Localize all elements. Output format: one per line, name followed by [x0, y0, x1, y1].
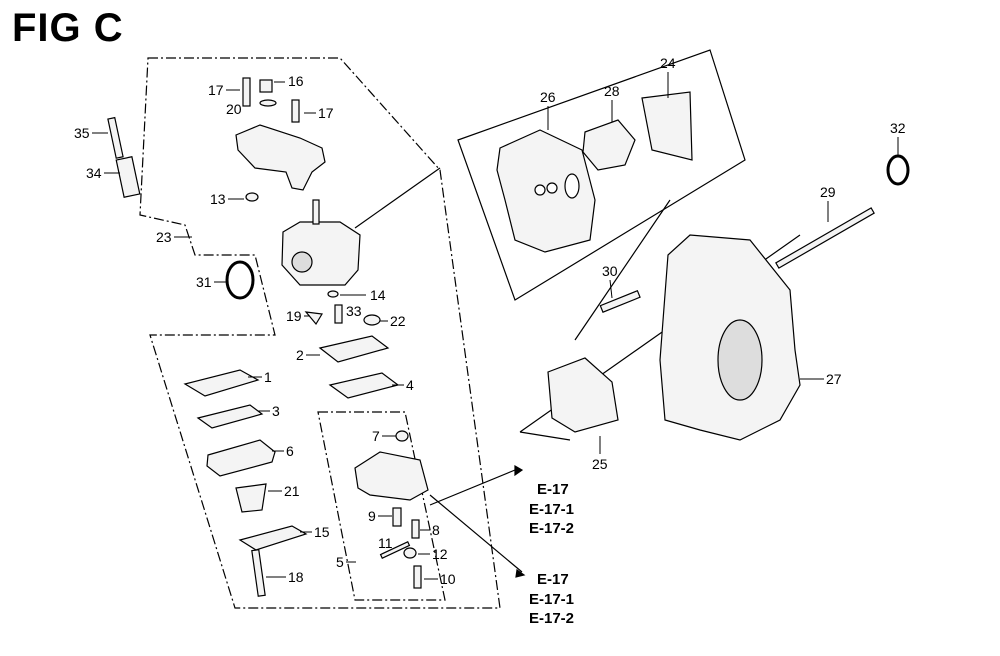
gasket-26-hole-c — [564, 173, 580, 199]
part-upper-body — [235, 124, 326, 191]
callout-labels: 17 16 20 17 35 34 13 23 31 14 19 33 22 2… — [74, 55, 906, 587]
reference-group-upper: E-17 E-17-1 E-17-2 — [529, 481, 574, 537]
part-14-plug — [327, 290, 339, 298]
callout-10: 10 — [440, 571, 456, 587]
callout-17-right: 17 — [318, 105, 334, 121]
part-16-fitting — [259, 79, 273, 93]
leader-line-carb — [354, 167, 441, 229]
part-2-gasket — [318, 335, 390, 363]
arrow-head-upper — [514, 464, 524, 477]
part-21-cup — [235, 483, 267, 513]
callout-15: 15 — [314, 524, 330, 540]
part-7-plug — [395, 430, 409, 442]
arrow-head-lower — [515, 568, 526, 578]
part-carburetor-body — [281, 221, 361, 286]
callout-31: 31 — [196, 274, 212, 290]
callout-24: 24 — [660, 55, 676, 71]
callout-1: 1 — [264, 369, 272, 385]
callout-16: 16 — [288, 73, 304, 89]
callout-17-left: 17 — [208, 82, 224, 98]
callout-23: 23 — [156, 229, 172, 245]
ref-lower-3: E-17-2 — [529, 610, 574, 627]
part-24-insulator — [641, 91, 693, 161]
callout-11: 11 — [378, 535, 393, 551]
part-28-plate — [582, 119, 636, 171]
leader-line-lower — [429, 494, 523, 573]
gasket-plate-box — [457, 49, 746, 301]
ref-upper-2: E-17-1 — [529, 501, 574, 518]
ref-lower-2: E-17-1 — [529, 591, 574, 608]
part-8-screw — [411, 519, 420, 539]
group-5-boundary — [317, 411, 446, 601]
ref-lower-1: E-17 — [537, 571, 569, 588]
callout-19: 19 — [286, 308, 302, 324]
callout-25: 25 — [592, 456, 608, 472]
part-35-pin — [107, 116, 124, 159]
callout-leaders — [92, 72, 899, 580]
callout-27: 27 — [826, 371, 842, 387]
part-30-bolt — [599, 289, 641, 313]
callout-34: 34 — [86, 165, 102, 181]
part-32-ring — [886, 154, 910, 186]
gasket-26-hole-a — [534, 184, 546, 196]
ref-upper-1: E-17 — [537, 481, 569, 498]
callout-28: 28 — [604, 83, 620, 99]
gasket-26-hole-b — [546, 182, 558, 194]
carb-bore — [291, 251, 313, 273]
part-31-o-ring — [225, 260, 255, 300]
part-29-bolt — [775, 207, 875, 269]
callout-12: 12 — [432, 546, 448, 562]
part-25-plate — [547, 357, 619, 433]
part-12-nut — [403, 547, 417, 559]
callout-6: 6 — [286, 443, 294, 459]
callout-14: 14 — [370, 287, 386, 303]
part-4-diaphragm — [328, 372, 400, 399]
callout-4: 4 — [406, 377, 414, 393]
callout-9: 9 — [368, 508, 376, 524]
leader-line-upper — [429, 469, 516, 506]
part-26-gasket — [496, 129, 596, 253]
callout-20: 20 — [226, 101, 242, 117]
callout-21: 21 — [284, 483, 300, 499]
callout-3: 3 — [272, 403, 280, 419]
callout-29: 29 — [820, 184, 836, 200]
part-1-gasket — [183, 369, 260, 397]
group-23-boundary — [139, 57, 501, 609]
part-15-plate — [238, 525, 308, 551]
part-18-screw — [251, 548, 266, 597]
case-27-bore — [717, 319, 763, 401]
callout-7: 7 — [372, 428, 380, 444]
carb-lever — [312, 199, 320, 225]
ref-upper-3: E-17-2 — [529, 520, 574, 537]
part-6-cover — [206, 439, 276, 477]
part-3-diaphragm — [196, 404, 264, 429]
callout-2: 2 — [296, 347, 304, 363]
part-10-screw — [413, 565, 422, 589]
callout-30: 30 — [602, 263, 618, 279]
callout-8: 8 — [432, 522, 440, 538]
callout-13: 13 — [210, 191, 226, 207]
part-19-screw — [304, 311, 323, 326]
part-20-washer — [259, 99, 277, 107]
reference-group-lower: E-17 E-17-1 E-17-2 — [529, 571, 574, 627]
callout-5: 5 — [336, 554, 344, 570]
callout-32: 32 — [890, 120, 906, 136]
callout-22: 22 — [390, 313, 406, 329]
part-11-rod — [379, 541, 411, 559]
figure-title: FIG C — [12, 6, 124, 50]
part-17-screw-right — [291, 99, 300, 123]
part-17-screw-left — [242, 77, 251, 107]
part-33-screw — [334, 304, 343, 324]
part-34-sleeve — [115, 156, 141, 198]
callout-18: 18 — [288, 569, 304, 585]
callout-35: 35 — [74, 125, 90, 141]
part-5-body — [354, 451, 429, 501]
part-22-fitting — [363, 314, 381, 326]
callout-26: 26 — [540, 89, 556, 105]
callout-33: 33 — [346, 303, 362, 319]
part-13-screw — [245, 192, 259, 202]
part-9-spring — [392, 507, 402, 527]
